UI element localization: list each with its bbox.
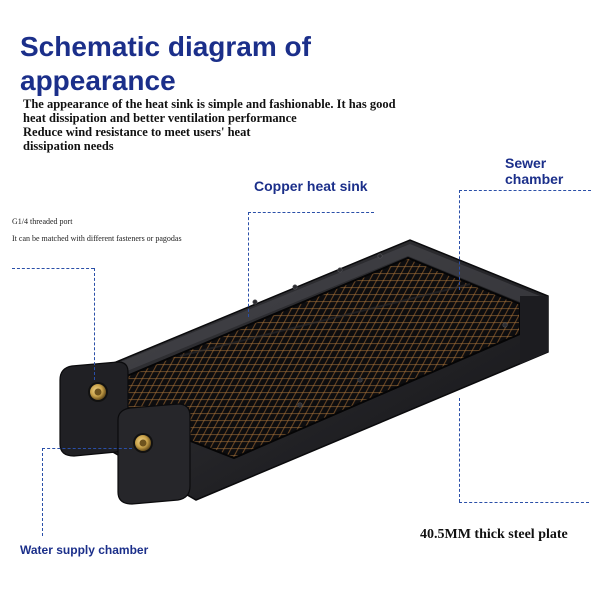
steel-leader-vertical [459,398,460,502]
description-line-3: Reduce wind resistance to meet users' he… [23,125,251,139]
port-title-label: G1/4 threaded port [12,217,73,226]
port-leader-vertical [94,268,95,380]
description-line-2: heat dissipation and better ventilation … [23,111,297,125]
sewer-chamber-label: Sewer chamber [505,155,563,187]
title-line-1: Schematic diagram of [20,31,311,62]
page-title: Schematic diagram of appearance [20,30,420,98]
port-note-label: It can be matched with different fastene… [12,234,182,243]
water-leader-vertical [42,448,43,536]
water-supply-chamber [59,361,191,505]
port-leader-horizontal [12,268,94,269]
sewer-label-line-1: Sewer [505,155,547,171]
description-block: The appearance of the heat sink is simpl… [23,97,493,153]
steel-leader-horizontal [459,502,589,503]
description-line-1: The appearance of the heat sink is simpl… [23,97,396,111]
sewer-label-line-2: chamber [505,171,564,187]
copper-heat-sink-label: Copper heat sink [254,178,368,194]
radiator-body [91,239,549,501]
title-line-2: appearance [20,65,176,96]
sewer-leader-vertical [459,190,460,290]
sewer-leader-horizontal [459,190,591,191]
copper-leader-vertical [248,212,249,317]
copper-leader-horizontal [248,212,374,213]
rim-screws [252,253,508,408]
water-leader-horizontal [42,448,132,449]
description-line-4: dissipation needs [23,139,114,153]
steel-plate-label: 40.5MM thick steel plate [420,527,568,542]
water-supply-label: Water supply chamber [20,543,149,557]
threaded-port [88,382,153,453]
